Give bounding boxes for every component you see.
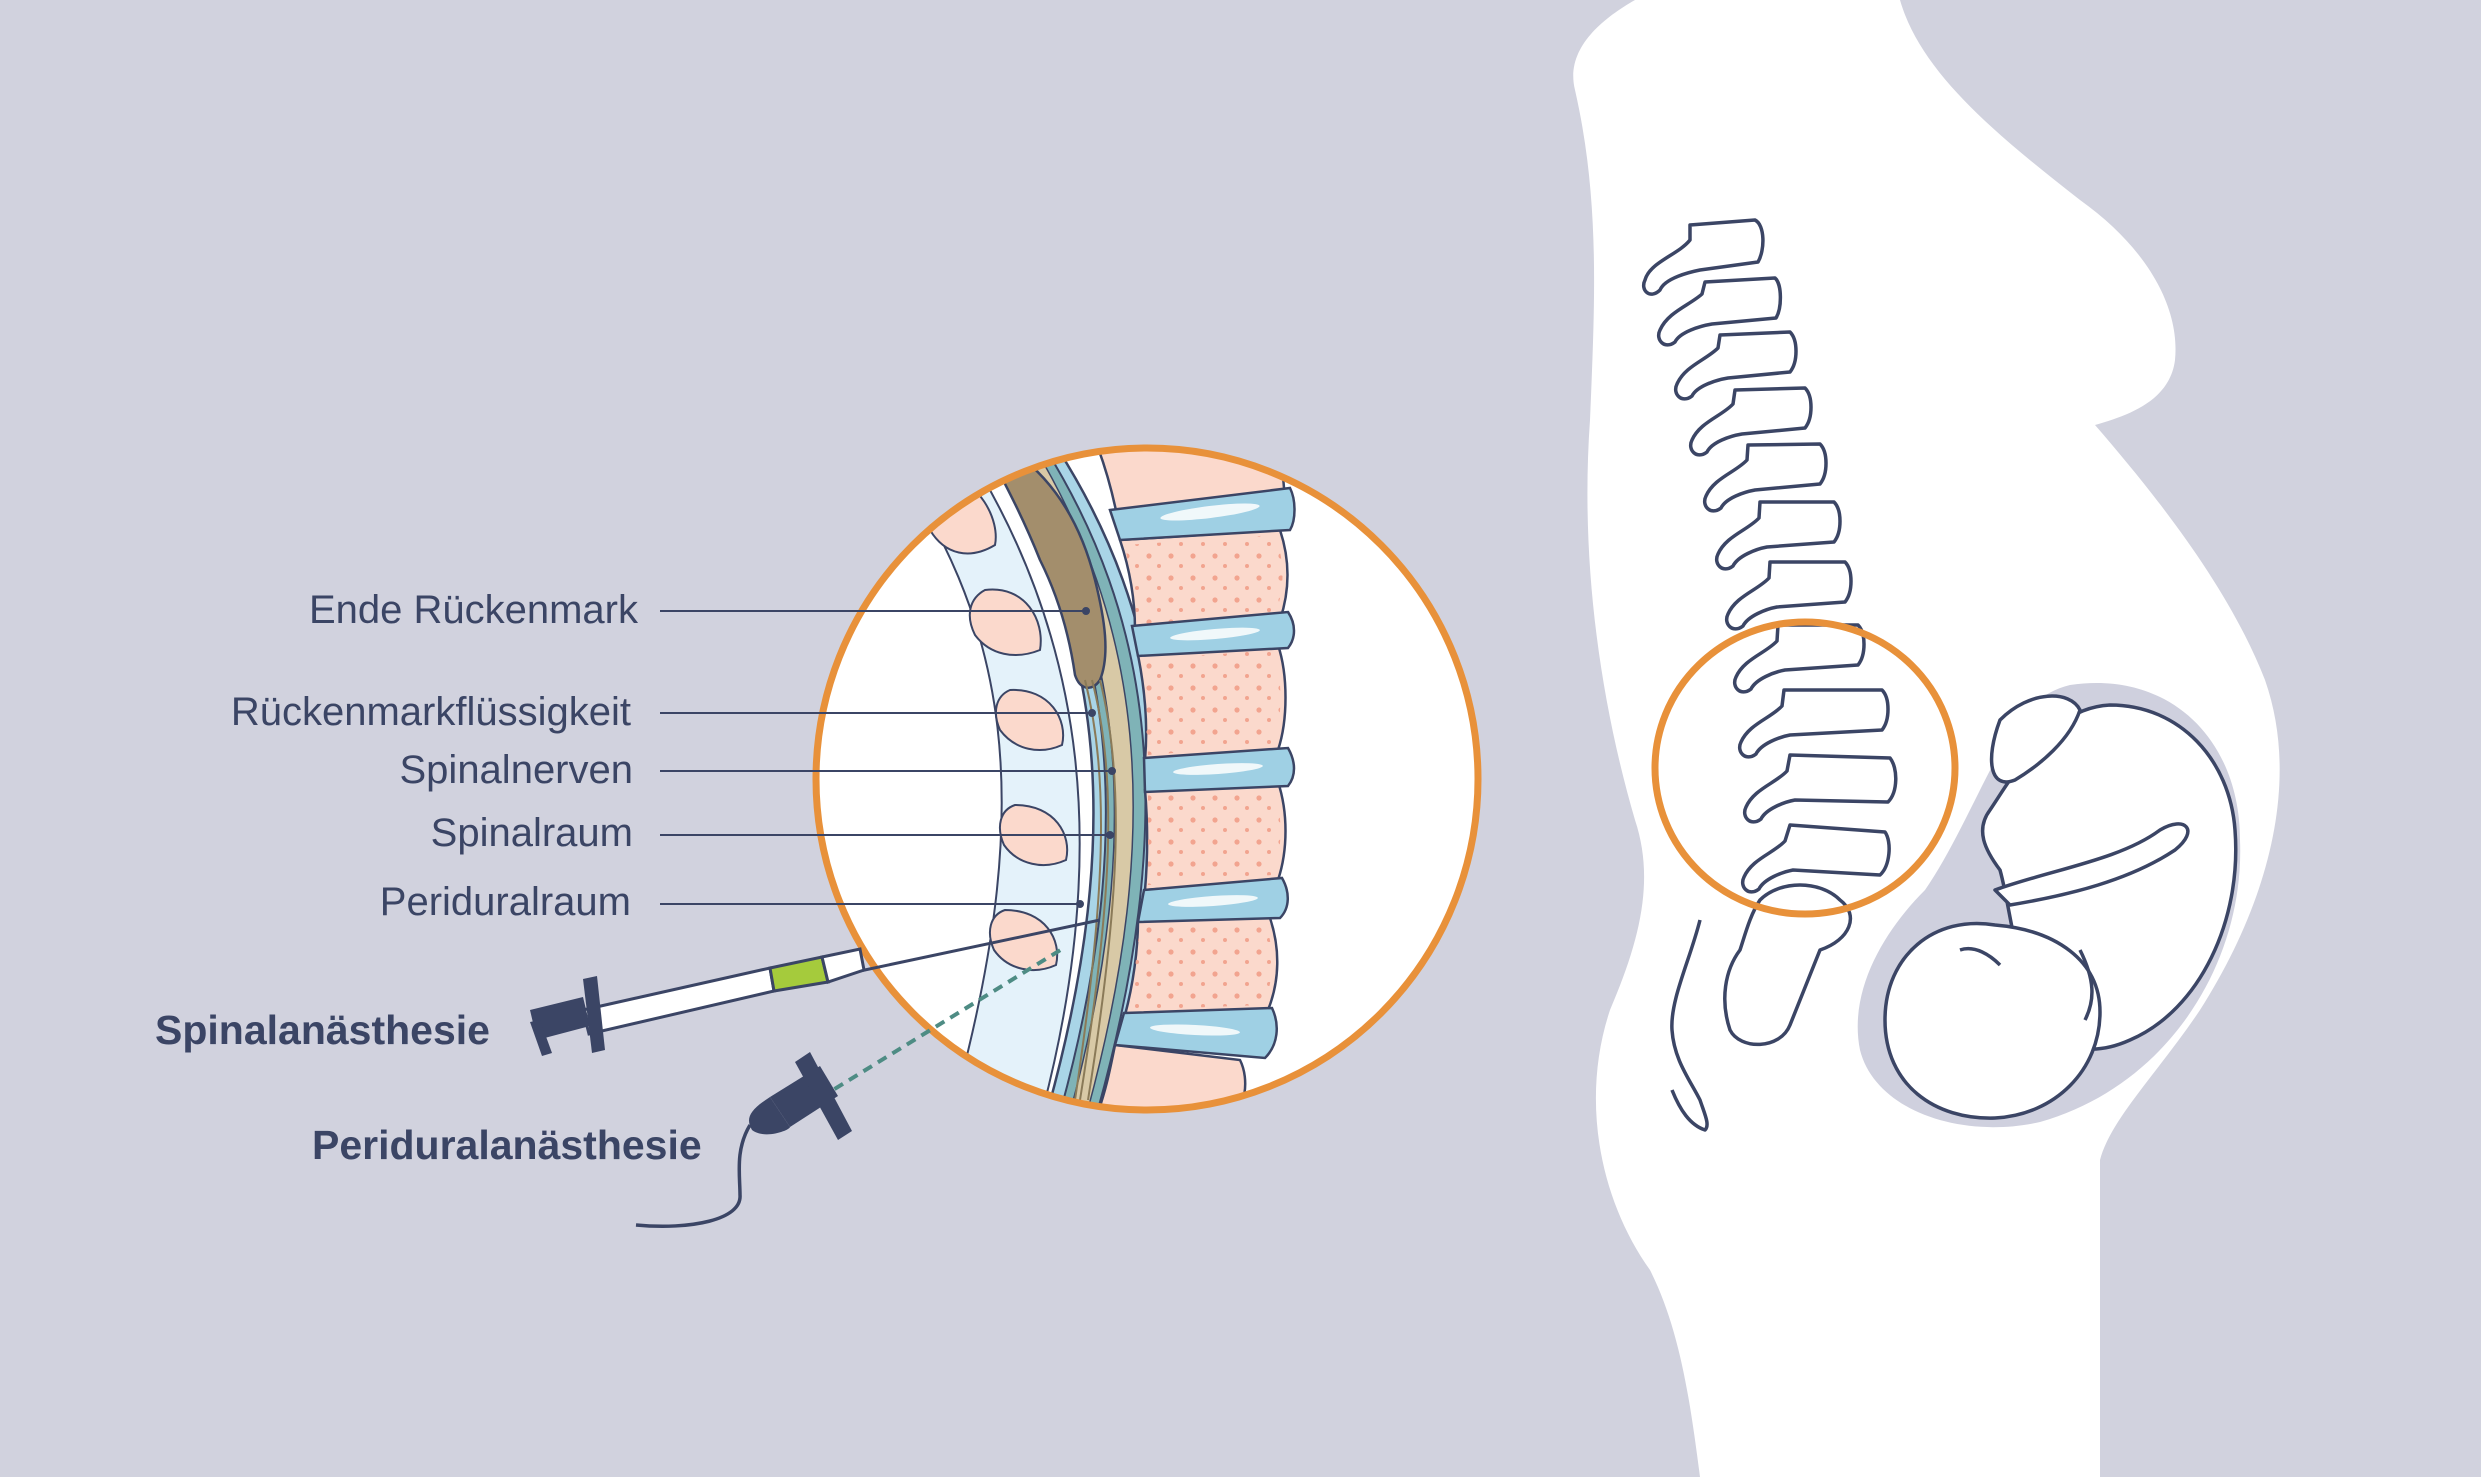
label-spinal-anesthesia: Spinalanästhesie bbox=[155, 1007, 490, 1053]
magnifier-ring bbox=[812, 444, 1482, 1114]
label-spinal-space: Spinalraum bbox=[430, 811, 633, 855]
label-conus-medullaris: Ende Rückenmark bbox=[308, 588, 638, 632]
fetus bbox=[1883, 694, 2238, 1120]
label-spinal-nerves: Spinalnerven bbox=[399, 748, 634, 792]
label-cerebrospinal-fluid: Rückenmarkflüssigkeit bbox=[230, 690, 631, 734]
label-epidural-space: Periduralraum bbox=[379, 880, 631, 924]
leader-lines bbox=[660, 607, 1116, 908]
magnified-cross-section bbox=[812, 444, 1482, 1114]
syringe-icon bbox=[530, 918, 1101, 1056]
spine bbox=[1642, 218, 1898, 1132]
highlight-ring-body bbox=[1651, 618, 1959, 918]
epidural-catheter-icon bbox=[635, 947, 1064, 1228]
label-epidural-anesthesia: Periduralanästhesie bbox=[312, 1122, 702, 1168]
